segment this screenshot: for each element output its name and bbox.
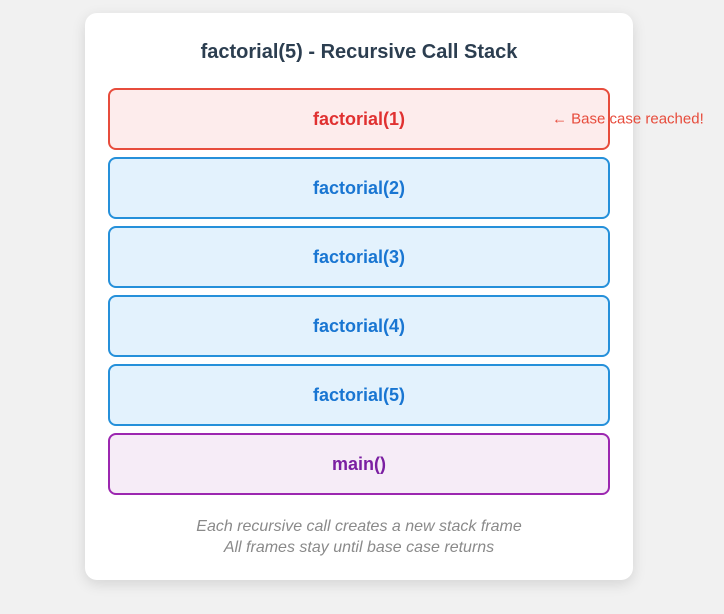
stack-frames-container: factorial(1) ← Base case reached! factor… bbox=[108, 88, 704, 495]
frame-label-factorial-2: factorial(2) bbox=[312, 177, 406, 198]
caption-line-1: Each recursive call creates a new stack … bbox=[196, 518, 522, 535]
caption-line-2: All frames stay until base case returns bbox=[223, 539, 495, 556]
frame-label-factorial-3: factorial(3) bbox=[312, 246, 406, 267]
stack-frame-main: main() bbox=[108, 433, 610, 495]
frame-label-main: main() bbox=[332, 453, 386, 474]
stack-frame-factorial-4: factorial(4) bbox=[108, 295, 610, 357]
stack-frame-factorial-3: factorial(3) bbox=[108, 226, 610, 288]
caption: Each recursive call creates a new stack … bbox=[85, 516, 633, 558]
frame-label-factorial-4: factorial(4) bbox=[312, 315, 406, 336]
base-case-annotation: ← Base case reached! bbox=[552, 110, 704, 128]
stack-frame-factorial-5: factorial(5) bbox=[108, 364, 610, 426]
frame-label-factorial-1: factorial(1) bbox=[312, 108, 406, 129]
call-stack-card: factorial(5) - Recursive Call Stack fact… bbox=[85, 13, 704, 580]
frame-label-factorial-5: factorial(5) bbox=[312, 384, 406, 405]
diagram-title: factorial(5) - Recursive Call Stack bbox=[200, 41, 518, 63]
stack-frame-factorial-2: factorial(2) bbox=[108, 157, 610, 219]
stack-frame-factorial-1: factorial(1) ← Base case reached! bbox=[108, 88, 704, 150]
